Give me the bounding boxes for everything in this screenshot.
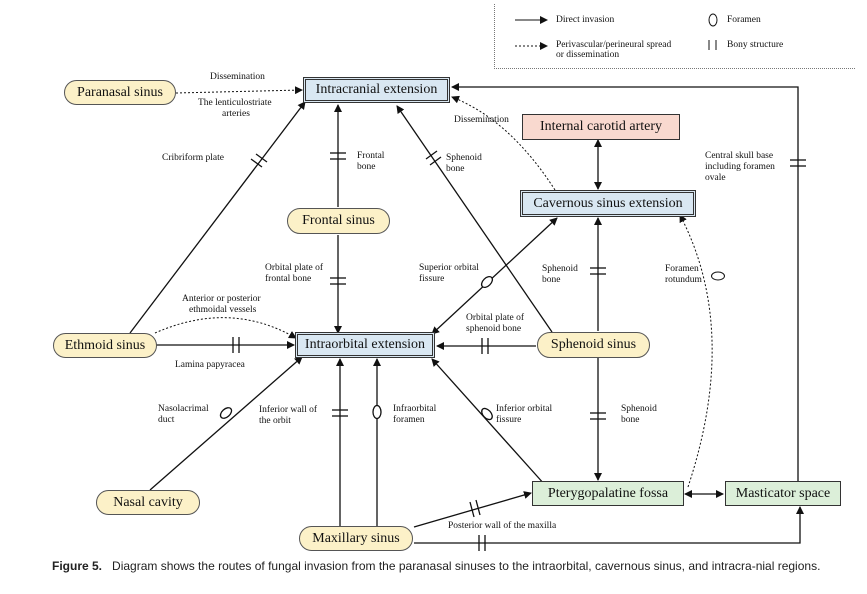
label-sphenoid-bone-low-1: Sphenoid: [621, 404, 657, 414]
legend-foramen: Foramen: [727, 15, 761, 25]
caption-figure-number: Figure 5.: [52, 559, 103, 573]
label-orbital-plate-frontal-2: frontal bone: [265, 274, 312, 284]
label-ethmoidal-vessels-2: ethmoidal vessels: [189, 305, 257, 315]
legend-bony: Bony structure: [727, 40, 784, 50]
label-infraorbital-foramen-1: Infraorbital: [393, 404, 437, 414]
node-paranasal-sinus: Paranasal sinus: [64, 80, 176, 105]
label-foramen-rotundum-2: rotundum: [665, 275, 702, 285]
label-infraorbital-foramen-2: foramen: [393, 415, 425, 425]
label-inferior-wall-orbit-1: Inferior wall of: [259, 405, 318, 415]
label-nasolacrimal-duct-2: duct: [158, 415, 175, 425]
label-sphenoid-bone-low-2: bone: [621, 415, 640, 425]
label-orbital-plate-frontal-1: Orbital plate of: [265, 263, 324, 273]
label-cribriform-plate: Cribriform plate: [162, 153, 224, 163]
figure-caption: Figure 5. Diagram shows the routes of fu…: [52, 558, 852, 574]
node-intracranial-extension: Intracranial extension: [303, 77, 450, 103]
label-lamina-papyracea: Lamina papyracea: [175, 360, 245, 370]
label-frontal-bone-1: Frontal: [357, 151, 385, 161]
label-central-skull-base-1: Central skull base: [705, 151, 774, 161]
node-sphenoid-sinus: Sphenoid sinus: [537, 332, 650, 358]
label-sphenoid-bone-mid-1: Sphenoid: [542, 264, 578, 274]
legend-perivascular: Perivascular/perineural spread: [556, 40, 672, 50]
label-central-skull-base-3: ovale: [705, 173, 726, 183]
label-inferior-orbital-fissure-1: Inferior orbital: [496, 404, 553, 414]
node-nasal-cavity: Nasal cavity: [96, 490, 200, 515]
label-sphenoid-bone-top-1: Sphenoid: [446, 153, 482, 163]
label-orbital-plate-sphenoid-1: Orbital plate of: [466, 313, 525, 323]
label-central-skull-base-2: including foramen: [705, 162, 775, 172]
node-internal-carotid-artery: Internal carotid artery: [522, 114, 680, 140]
node-masticator-space: Masticator space: [725, 481, 841, 506]
legend-direct: Direct invasion: [556, 15, 615, 25]
label-nasolacrimal-duct-1: Nasolacrimal: [158, 404, 209, 414]
node-cavernous-sinus-extension: Cavernous sinus extension: [520, 190, 696, 217]
label-ethmoidal-vessels-1: Anterior or posterior: [182, 294, 261, 304]
node-maxillary-sinus: Maxillary sinus: [299, 526, 413, 551]
connections: [129, 83, 806, 551]
label-foramen-rotundum-1: Foramen: [665, 264, 699, 274]
label-inferior-wall-orbit-2: the orbit: [259, 416, 291, 426]
node-frontal-sinus: Frontal sinus: [287, 208, 390, 234]
label-sphenoid-bone-mid-2: bone: [542, 275, 561, 285]
legend-box: [494, 4, 855, 69]
label-lenticulostriate-2: arteries: [222, 109, 250, 119]
label-superior-orbital-fissure-2: fissure: [419, 274, 445, 284]
label-superior-orbital-fissure-1: Superior orbital: [419, 263, 479, 273]
label-posterior-wall-maxilla: Posterior wall of the maxilla: [448, 521, 557, 531]
node-intraorbital-extension: Intraorbital extension: [295, 332, 435, 358]
label-orbital-plate-sphenoid-2: sphenoid bone: [466, 324, 522, 334]
label-dissemination-2: Dissemination: [454, 115, 509, 125]
node-pterygopalatine-fossa: Pterygopalatine fossa: [532, 481, 684, 506]
label-inferior-orbital-fissure-2: fissure: [496, 415, 522, 425]
legend-perivascular-2: or dissemination: [556, 50, 620, 60]
label-sphenoid-bone-top-2: bone: [446, 164, 465, 174]
node-ethmoid-sinus: Ethmoid sinus: [53, 333, 157, 358]
label-lenticulostriate-1: The lenticulostriate: [198, 98, 272, 108]
caption-text: Diagram shows the routes of fungal invas…: [112, 559, 821, 573]
label-dissemination-1: Dissemination: [210, 72, 265, 82]
label-frontal-bone-2: bone: [357, 162, 376, 172]
legend-symbols: [515, 13, 718, 50]
